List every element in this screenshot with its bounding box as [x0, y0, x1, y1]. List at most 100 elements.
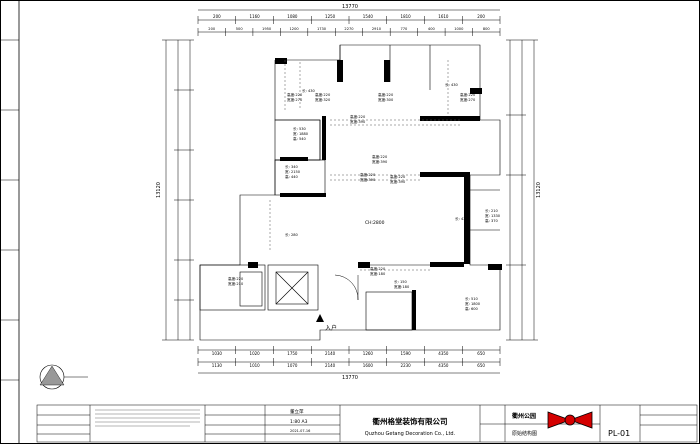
- dimension-label: 2270: [344, 27, 354, 31]
- right-dimension-chain: [506, 39, 538, 341]
- entrance-label: 入户: [325, 324, 337, 332]
- dimension-label: 1610: [438, 14, 449, 19]
- dimension-label: 1160: [250, 14, 261, 19]
- room-dimension-label: 宽: 1330: [485, 213, 501, 218]
- room-dimension-label: 长: 150: [394, 279, 408, 284]
- dimension-label: 1010: [250, 363, 261, 368]
- dimension-label: 4350: [438, 363, 449, 368]
- top-dimension-chain: [197, 9, 501, 36]
- dimension-label: 1250: [325, 14, 336, 19]
- room-dimension-label: 宽度:210: [228, 281, 244, 286]
- room-dimension-label: 宽: 2150: [285, 169, 301, 174]
- left-total-dimension: 13120: [156, 182, 162, 198]
- room-dimension-label: 高度:220: [228, 276, 244, 281]
- room-dimension-label: 高: 600: [465, 306, 479, 311]
- dimension-label: 1000: [454, 27, 464, 31]
- room-dimension-label: 长: 430: [302, 88, 316, 93]
- room-dimension-label: 高度:220: [460, 92, 476, 97]
- elevator-shaft: [239, 271, 309, 307]
- title-block-fineprint: [95, 409, 200, 427]
- room-dimension-label: 长: 530: [293, 126, 307, 131]
- dimension-label: 1540: [363, 14, 374, 19]
- room-dimension-label: 宽度:180: [370, 271, 386, 276]
- room-dimension-label: 高度:220: [390, 174, 406, 179]
- room-dimension-label: 长: 210: [485, 208, 499, 213]
- designer-name: 董立萍: [290, 408, 304, 415]
- dimension-label: 1030: [212, 351, 223, 356]
- top-total-dimension: 13770: [342, 4, 358, 10]
- entrance-arrow-icon: [316, 314, 324, 322]
- room-dimension-label: 长: 430: [455, 216, 469, 221]
- drawing-name: 原始结构图: [512, 430, 537, 437]
- dimension-label: 650: [477, 351, 485, 356]
- room-dimension-label: 宽度:300: [378, 97, 394, 102]
- dimension-label: 4350: [438, 351, 449, 356]
- project-name: 衢州公园: [512, 412, 536, 420]
- room-dimension-label: 宽度:390: [372, 159, 388, 164]
- room-dimension-label: 高: 370: [485, 218, 499, 223]
- dimension-label: 1950: [262, 27, 272, 31]
- dimension-label: 1750: [287, 351, 298, 356]
- room-dimension-label: 宽度:390: [390, 179, 406, 184]
- dimension-label: 1600: [363, 363, 374, 368]
- room-dimension-label: 宽度:390: [350, 119, 366, 124]
- entrance-door: [334, 274, 359, 301]
- room-dimension-label: 宽度:270: [460, 97, 476, 102]
- room-dimension-label: 高度:220: [370, 266, 386, 271]
- drawing-date: 2021-07-16: [290, 429, 310, 433]
- right-total-dimension: 13120: [536, 182, 542, 198]
- ceiling-height-label: CH:2800: [365, 220, 385, 226]
- dimension-label: 200: [208, 27, 216, 31]
- room-dimension-label: 高: 440: [285, 174, 299, 179]
- structural-walls: [248, 58, 502, 330]
- left-dimension-chain: [162, 39, 194, 341]
- company-name-cn: 衢州格堂装饰有限公司: [373, 416, 448, 426]
- dimension-label: 1590: [401, 351, 412, 356]
- room-dimension-label: 高度:220: [378, 92, 394, 97]
- dimension-label: 200: [213, 14, 221, 19]
- room-dimension-label: 高: 540: [293, 136, 307, 141]
- dimension-label: 1810: [401, 14, 412, 19]
- room-dimension-label: 高度:220: [360, 172, 376, 177]
- dimension-label: 770: [400, 27, 408, 31]
- dimension-label: 400: [428, 27, 436, 31]
- room-dimension-label: 宽度:320: [315, 97, 331, 102]
- room-dimension-label: 宽: 1800: [465, 301, 481, 306]
- room-dimension-label: 高度:220: [350, 114, 366, 119]
- dimension-label: 1260: [363, 351, 374, 356]
- room-dimension-label: 长: 430: [445, 82, 459, 87]
- room-dimension-label: 高度:220: [287, 92, 303, 97]
- room-dimension-label: 宽度:180: [394, 284, 410, 289]
- room-dimension-label: 高度:220: [372, 154, 388, 159]
- drawing-scale: 1:80 A3: [290, 419, 308, 425]
- dashed-beams: [269, 60, 460, 271]
- dimension-label: 2140: [325, 351, 336, 356]
- title-block: [36, 404, 698, 443]
- dimension-label: 1130: [212, 363, 223, 368]
- bottom-dimension-chain: [197, 346, 501, 374]
- room-dimension-label: 宽度:270: [287, 97, 303, 102]
- room-dimension-label: 高度:220: [315, 92, 331, 97]
- sheet-number: PL-01: [608, 429, 630, 438]
- dimension-label: 500: [236, 27, 244, 31]
- bottom-dimension-labels: 1030 1020 1750 2140 1260 1590 4350 650: [212, 351, 486, 356]
- room-dimension-label: 长: 280: [285, 232, 299, 237]
- dimension-label: 1730: [317, 27, 327, 31]
- dimension-label: 1200: [290, 27, 300, 31]
- margin-ticks: [0, 39, 19, 381]
- dimension-label: 1080: [287, 14, 298, 19]
- dimension-label: 1020: [250, 351, 261, 356]
- dimension-label: 2910: [372, 27, 382, 31]
- room-dimension-label: 宽度:390: [360, 177, 376, 182]
- wall-outlines: [199, 44, 501, 341]
- dimension-label: 1070: [287, 363, 298, 368]
- north-compass: [39, 364, 88, 390]
- dimension-label: 2230: [401, 363, 412, 368]
- room-dimension-label: 长: 510: [465, 296, 479, 301]
- dimension-label: 2140: [325, 363, 336, 368]
